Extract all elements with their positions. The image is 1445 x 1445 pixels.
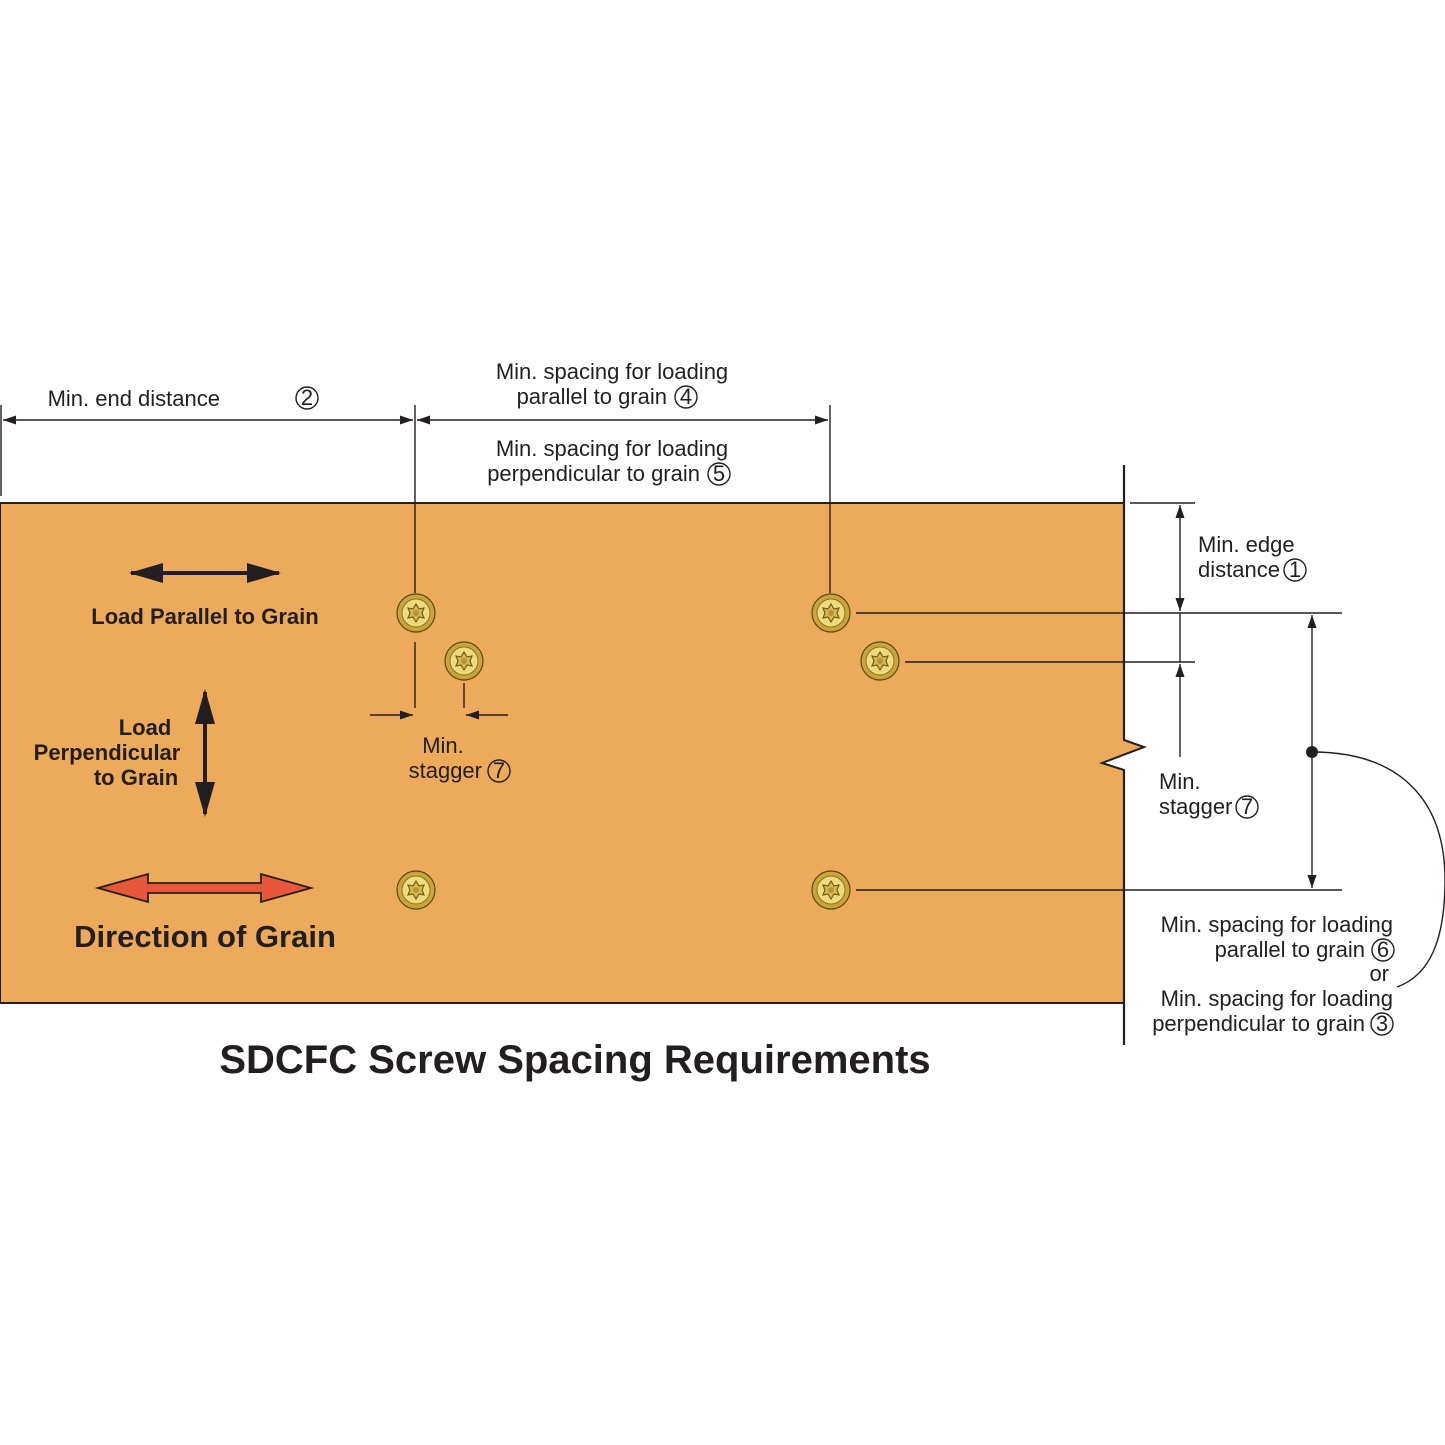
svg-text:4: 4	[680, 384, 692, 409]
spacing-perpendicular-label-2: perpendicular to grain	[487, 461, 700, 486]
circled-ref-3: 3	[1370, 1011, 1394, 1036]
screw-icon	[811, 593, 851, 633]
load-perpendicular-label-1: Load	[119, 715, 172, 740]
circled-ref-1: 1	[1283, 557, 1307, 582]
direction-of-grain-arrow	[94, 872, 315, 904]
svg-text:6: 6	[1377, 937, 1389, 962]
load-parallel-label: Load Parallel to Grain	[91, 604, 318, 629]
spacing-parallel-label-1: Min. spacing for loading	[496, 359, 728, 384]
stagger-left-label-2: stagger	[409, 758, 482, 783]
svg-text:3: 3	[1376, 1011, 1388, 1036]
svg-text:7: 7	[1241, 794, 1253, 819]
load-perpendicular-arrowhead-down	[195, 782, 215, 817]
spacing-parallel-label-2: parallel to grain	[517, 384, 667, 409]
load-perpendicular-label-2: Perpendicular	[34, 740, 181, 765]
edge-distance-label-1: Min. edge	[1198, 532, 1295, 557]
spacing-perpendicular-label-1: Min. spacing for loading	[496, 436, 728, 461]
screw-icon	[396, 870, 436, 910]
edge-distance-label-2: distance	[1198, 557, 1280, 582]
row-spacing-leader	[1311, 751, 1445, 988]
spacing-right-or: or	[1369, 961, 1389, 986]
circled-ref-5: 5	[707, 461, 731, 486]
end-distance-label: Min. end distance	[48, 386, 220, 411]
spacing-right-label-4: perpendicular to grain	[1152, 1011, 1365, 1036]
load-perpendicular-arrowhead-up	[195, 689, 215, 724]
circled-ref-7-right: 7	[1235, 794, 1259, 819]
direction-of-grain-label: Direction of Grain	[74, 919, 336, 954]
circled-ref-6: 6	[1371, 937, 1395, 962]
screw-icon	[860, 641, 900, 681]
stagger-left-label-1: Min.	[422, 733, 464, 758]
circled-ref-2: 2	[295, 385, 319, 410]
load-perpendicular-label-3: to Grain	[94, 765, 178, 790]
svg-text:7: 7	[493, 758, 505, 783]
load-parallel-arrowhead-right	[247, 563, 281, 583]
spacing-right-label-1: Min. spacing for loading	[1161, 912, 1393, 937]
diagram-title: SDCFC Screw Spacing Requirements	[219, 1038, 930, 1082]
screw-icon	[811, 870, 851, 910]
screw-icon	[396, 593, 436, 633]
screw-icon	[444, 641, 484, 681]
stagger-right-label-1: Min.	[1159, 769, 1201, 794]
circled-ref-7-left: 7	[487, 758, 511, 783]
spacing-right-label-2: parallel to grain	[1215, 937, 1365, 962]
load-parallel-arrowhead-left	[129, 563, 163, 583]
spacing-right-label-3: Min. spacing for loading	[1161, 986, 1393, 1011]
svg-text:2: 2	[301, 385, 313, 410]
svg-text:5: 5	[713, 461, 725, 486]
stagger-right-label-2: stagger	[1159, 794, 1232, 819]
svg-text:1: 1	[1289, 557, 1301, 582]
circled-ref-4: 4	[674, 384, 698, 409]
